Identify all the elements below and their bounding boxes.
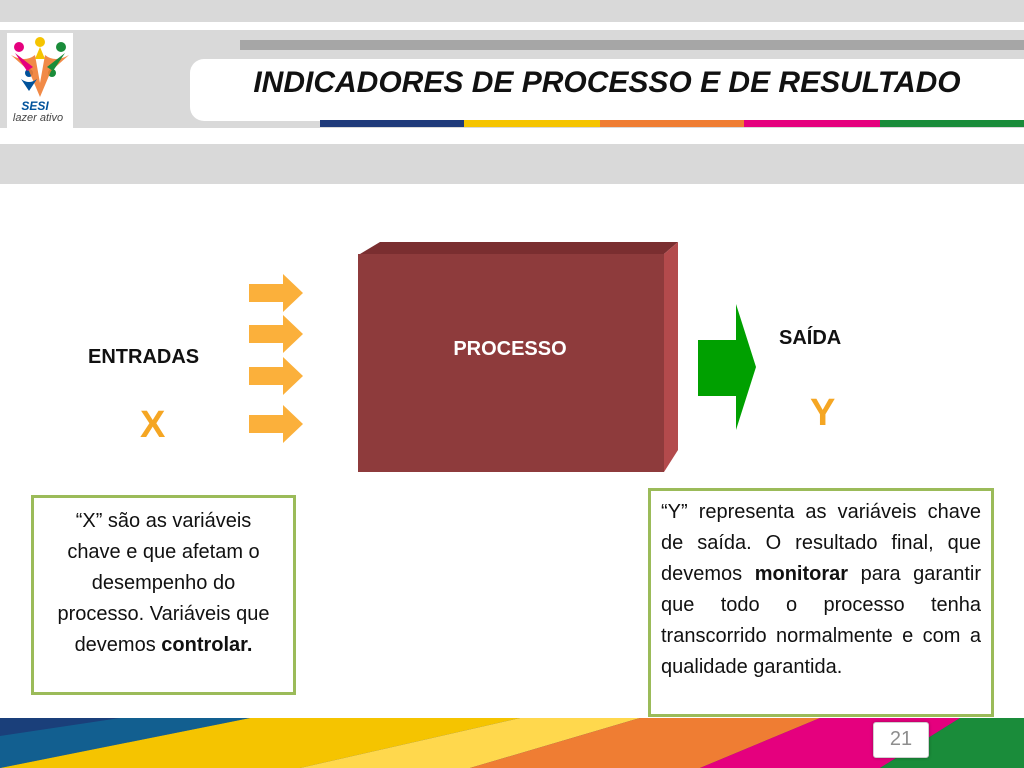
input-arrow-icon xyxy=(249,405,303,443)
input-arrow-icon xyxy=(249,274,303,312)
strip-segment-yellow xyxy=(464,120,600,127)
output-note-text-1: “Y” representa as variáveis chave de saí… xyxy=(661,501,981,585)
strip-segment-green xyxy=(880,120,1024,127)
inputs-symbol: X xyxy=(140,404,166,446)
subheader-band xyxy=(0,144,1024,184)
strip-segment-orange xyxy=(600,120,744,127)
output-note-text-2: para garantir que todo o processo tenha … xyxy=(661,563,981,678)
strip-segment-magenta xyxy=(744,120,880,127)
output-note-emphasis: monitorar xyxy=(754,563,849,585)
sesi-logo xyxy=(7,33,73,128)
output-label: SAÍDA xyxy=(779,327,842,349)
top-band xyxy=(0,0,1024,22)
inputs-note-text: “X” são as variáveis chave e que afetam … xyxy=(57,510,270,656)
logo-figures-icon xyxy=(11,37,69,97)
footer-band xyxy=(0,718,1024,768)
logo-brand-text: SESI xyxy=(21,99,49,113)
inputs-label: ENTRADAS xyxy=(88,346,200,368)
strip-segment-blue xyxy=(320,120,464,127)
process-box xyxy=(358,242,678,472)
output-arrow-icon xyxy=(698,304,756,430)
input-arrow-icon xyxy=(249,315,303,353)
page-number: 21 xyxy=(889,728,913,750)
output-note: “Y” representa as variáveis chave de saí… xyxy=(648,488,994,717)
inputs-note-emphasis: controlar. xyxy=(161,634,253,656)
input-arrow-icon xyxy=(249,357,303,395)
logo-tagline: lazer ativo xyxy=(12,112,64,124)
inputs-note: “X” são as variáveis chave e que afetam … xyxy=(31,495,296,695)
slide-title: INDICADORES DE PROCESSO E DE RESULTADO xyxy=(253,66,961,99)
color-strip xyxy=(320,120,1024,127)
header-rule xyxy=(240,40,1024,50)
output-symbol: Y xyxy=(810,392,836,434)
page-number-badge xyxy=(873,722,929,758)
title-panel xyxy=(190,59,1024,121)
process-label: PROCESSO xyxy=(453,338,567,360)
